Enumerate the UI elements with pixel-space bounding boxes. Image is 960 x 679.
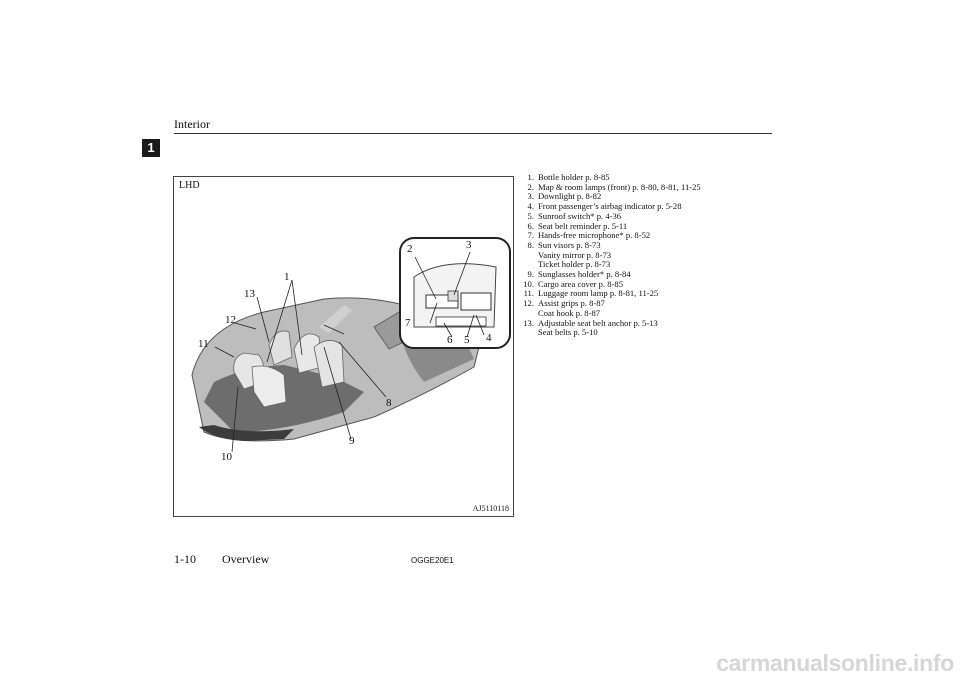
callout-item-8: 8. Sun visors p. 8-73 Vanity mirror p. 8… [516, 239, 776, 270]
page-number: 1-10 [174, 552, 196, 566]
callout-num: 9. [527, 269, 534, 280]
callout-item-10: 10. Cargo area cover p. 8-85 [516, 278, 776, 290]
callout-text: Sunglasses holder* p. 8-84 [538, 269, 631, 280]
callout-num: 5. [527, 210, 534, 221]
section-name: Overview [222, 552, 270, 566]
callout-num: 4. [527, 201, 534, 212]
callout-text: Sunroof switch* p. 4-36 [538, 210, 622, 221]
callout-num: 7. [527, 230, 534, 241]
callout-list: 1. Bottle holder p. 8-85 2. Map & room l… [516, 172, 776, 338]
callout-item-6: 6. Seat belt reminder p. 5-11 [516, 220, 776, 232]
callout-num: 8. [527, 239, 534, 250]
callout-item-3: 3. Downlight p. 8-82 [516, 192, 776, 202]
callout-subtext: Coat hook p. 8-87 [538, 307, 601, 318]
callout-item-9: 9. Sunglasses holder* p. 8-84 [516, 269, 776, 280]
callout-text: Adjustable seat belt anchor p. 5-13 [538, 317, 658, 328]
callout-text: Map & room lamps (front) p. 8-80, 8-81, … [538, 181, 701, 192]
callout-subtext: Ticket holder p. 8-73 [538, 259, 611, 270]
header-rule [174, 133, 772, 134]
callout-item-7: 7. Hands-free microphone* p. 8-52 [516, 231, 776, 241]
callout-number-8: 8 [386, 397, 392, 409]
chapter-tab: 1 [142, 139, 160, 157]
figure-code: AJ5110118 [472, 504, 509, 513]
callout-text-group: Sun visors p. 8-73 Vanity mirror p. 8-73… [534, 239, 612, 270]
callout-subtext: Vanity mirror p. 8-73 [538, 249, 612, 260]
callout-number-3: 3 [466, 239, 472, 251]
callout-number-7: 7 [405, 317, 411, 329]
callout-number-2: 2 [407, 243, 413, 255]
callout-text: Assist grips p. 8-87 [538, 298, 605, 309]
callout-number-12: 12 [225, 314, 236, 326]
callout-num: 6. [527, 220, 534, 231]
callout-item-2: 2. Map & room lamps (front) p. 8-80, 8-8… [516, 181, 776, 193]
callout-num: 10. [523, 278, 534, 289]
interior-figure: 1 2 3 4 5 6 7 8 9 10 11 12 13 LHD AJ5110… [173, 176, 514, 517]
callout-num: 3. [527, 191, 534, 202]
watermark: carmanualsonline.info [716, 650, 954, 676]
callout-number-4: 4 [486, 332, 492, 344]
callout-num: 2. [527, 181, 534, 192]
callout-num: 11. [523, 288, 534, 299]
interior-illustration: 1 2 3 4 5 6 7 8 9 10 11 12 13 [191, 237, 511, 463]
figure-label: LHD [179, 180, 200, 191]
callout-item-12: 12. Assist grips p. 8-87 Coat hook p. 8-… [516, 298, 776, 318]
callout-item-13: 13. Adjustable seat belt anchor p. 5-13 … [516, 317, 776, 338]
callout-text-group: Adjustable seat belt anchor p. 5-13 Seat… [534, 317, 658, 338]
callout-num: 12. [523, 298, 534, 309]
callout-item-5: 5. Sunroof switch* p. 4-36 [516, 210, 776, 222]
callout-text: Downlight p. 8-82 [538, 191, 602, 202]
callout-number-5: 5 [464, 334, 470, 346]
callout-num: 1. [527, 172, 534, 182]
callout-num: 13. [523, 317, 534, 328]
callout-text: Sun visors p. 8-73 [538, 239, 601, 250]
callout-text: Front passenger’s airbag indicator p. 5-… [538, 201, 682, 212]
callout-subtext: Seat belts p. 5-10 [538, 327, 598, 338]
callout-number-13: 13 [244, 288, 256, 300]
callout-number-9: 9 [349, 435, 355, 447]
callout-item-11: 11. Luggage room lamp p. 8-81, 11-25 [516, 289, 776, 299]
callout-text: Hands-free microphone* p. 8-52 [538, 230, 651, 241]
callout-text: Seat belt reminder p. 5-11 [538, 220, 628, 231]
callout-item-1: 1. Bottle holder p. 8-85 [516, 172, 776, 183]
callout-text-group: Assist grips p. 8-87 Coat hook p. 8-87 [534, 298, 605, 318]
document-code: OGGE20E1 [411, 556, 454, 565]
callout-number-11: 11 [198, 338, 209, 350]
callout-text: Bottle holder p. 8-85 [538, 172, 610, 182]
callout-number-1: 1 [284, 271, 290, 283]
callout-item-4: 4. Front passenger’s airbag indicator p.… [516, 201, 776, 212]
callout-text: Luggage room lamp p. 8-81, 11-25 [538, 288, 659, 299]
callout-number-6: 6 [447, 334, 453, 346]
page-header-title: Interior [174, 117, 210, 131]
callout-number-10: 10 [221, 451, 233, 463]
callout-text: Cargo area cover p. 8-85 [538, 278, 624, 289]
